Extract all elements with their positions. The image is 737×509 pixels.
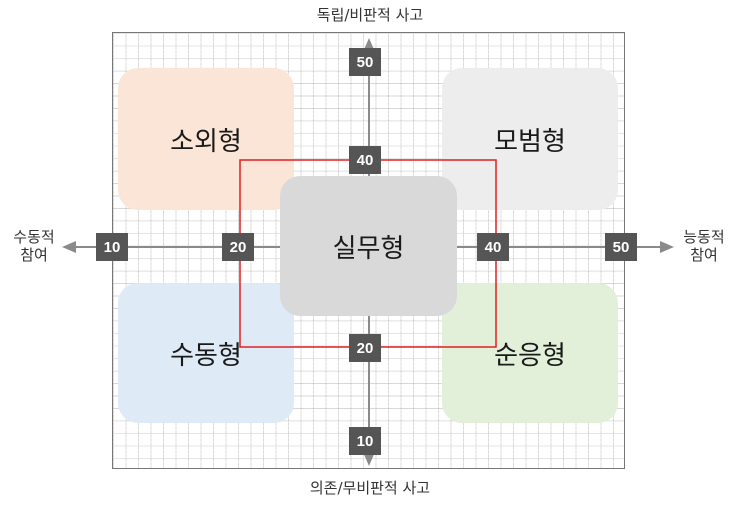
x-tick-20: 20 [222,233,254,261]
x-tick-50: 50 [605,233,637,261]
x-axis-right-arrow-icon [660,241,674,253]
pragmatic-range-rect [239,159,497,348]
quadrant-alienated: 소외형 [118,68,294,210]
axis-label-right: 능동적 참여 [672,228,736,264]
y-tick-40: 40 [349,146,381,174]
y-axis-down-arrow-icon [363,452,375,466]
x-axis-left-arrow-icon [62,241,76,253]
quadrant-conformist: 순응형 [442,283,618,423]
x-tick-40: 40 [477,233,509,261]
axis-label-bottom: 의존/무비판적 사고 [309,479,431,497]
axis-label-right-line2: 참여 [690,246,718,264]
x-tick-10: 10 [96,233,128,261]
quadrant-passive: 수동형 [118,283,294,423]
quadrant-pragmatic: 실무형 [280,176,457,316]
axis-label-right-line1: 능동적 [683,228,725,246]
axis-label-top: 독립/비판적 사고 [316,6,424,24]
axis-label-left-line2: 참여 [20,246,48,264]
axis-label-left-line1: 수동적 [13,228,55,246]
y-tick-50: 50 [349,48,381,76]
y-tick-20: 20 [349,334,381,362]
axis-label-left: 수동적 참여 [2,228,66,264]
quadrant-exemplary: 모범형 [442,68,618,210]
y-tick-10: 10 [349,427,381,455]
